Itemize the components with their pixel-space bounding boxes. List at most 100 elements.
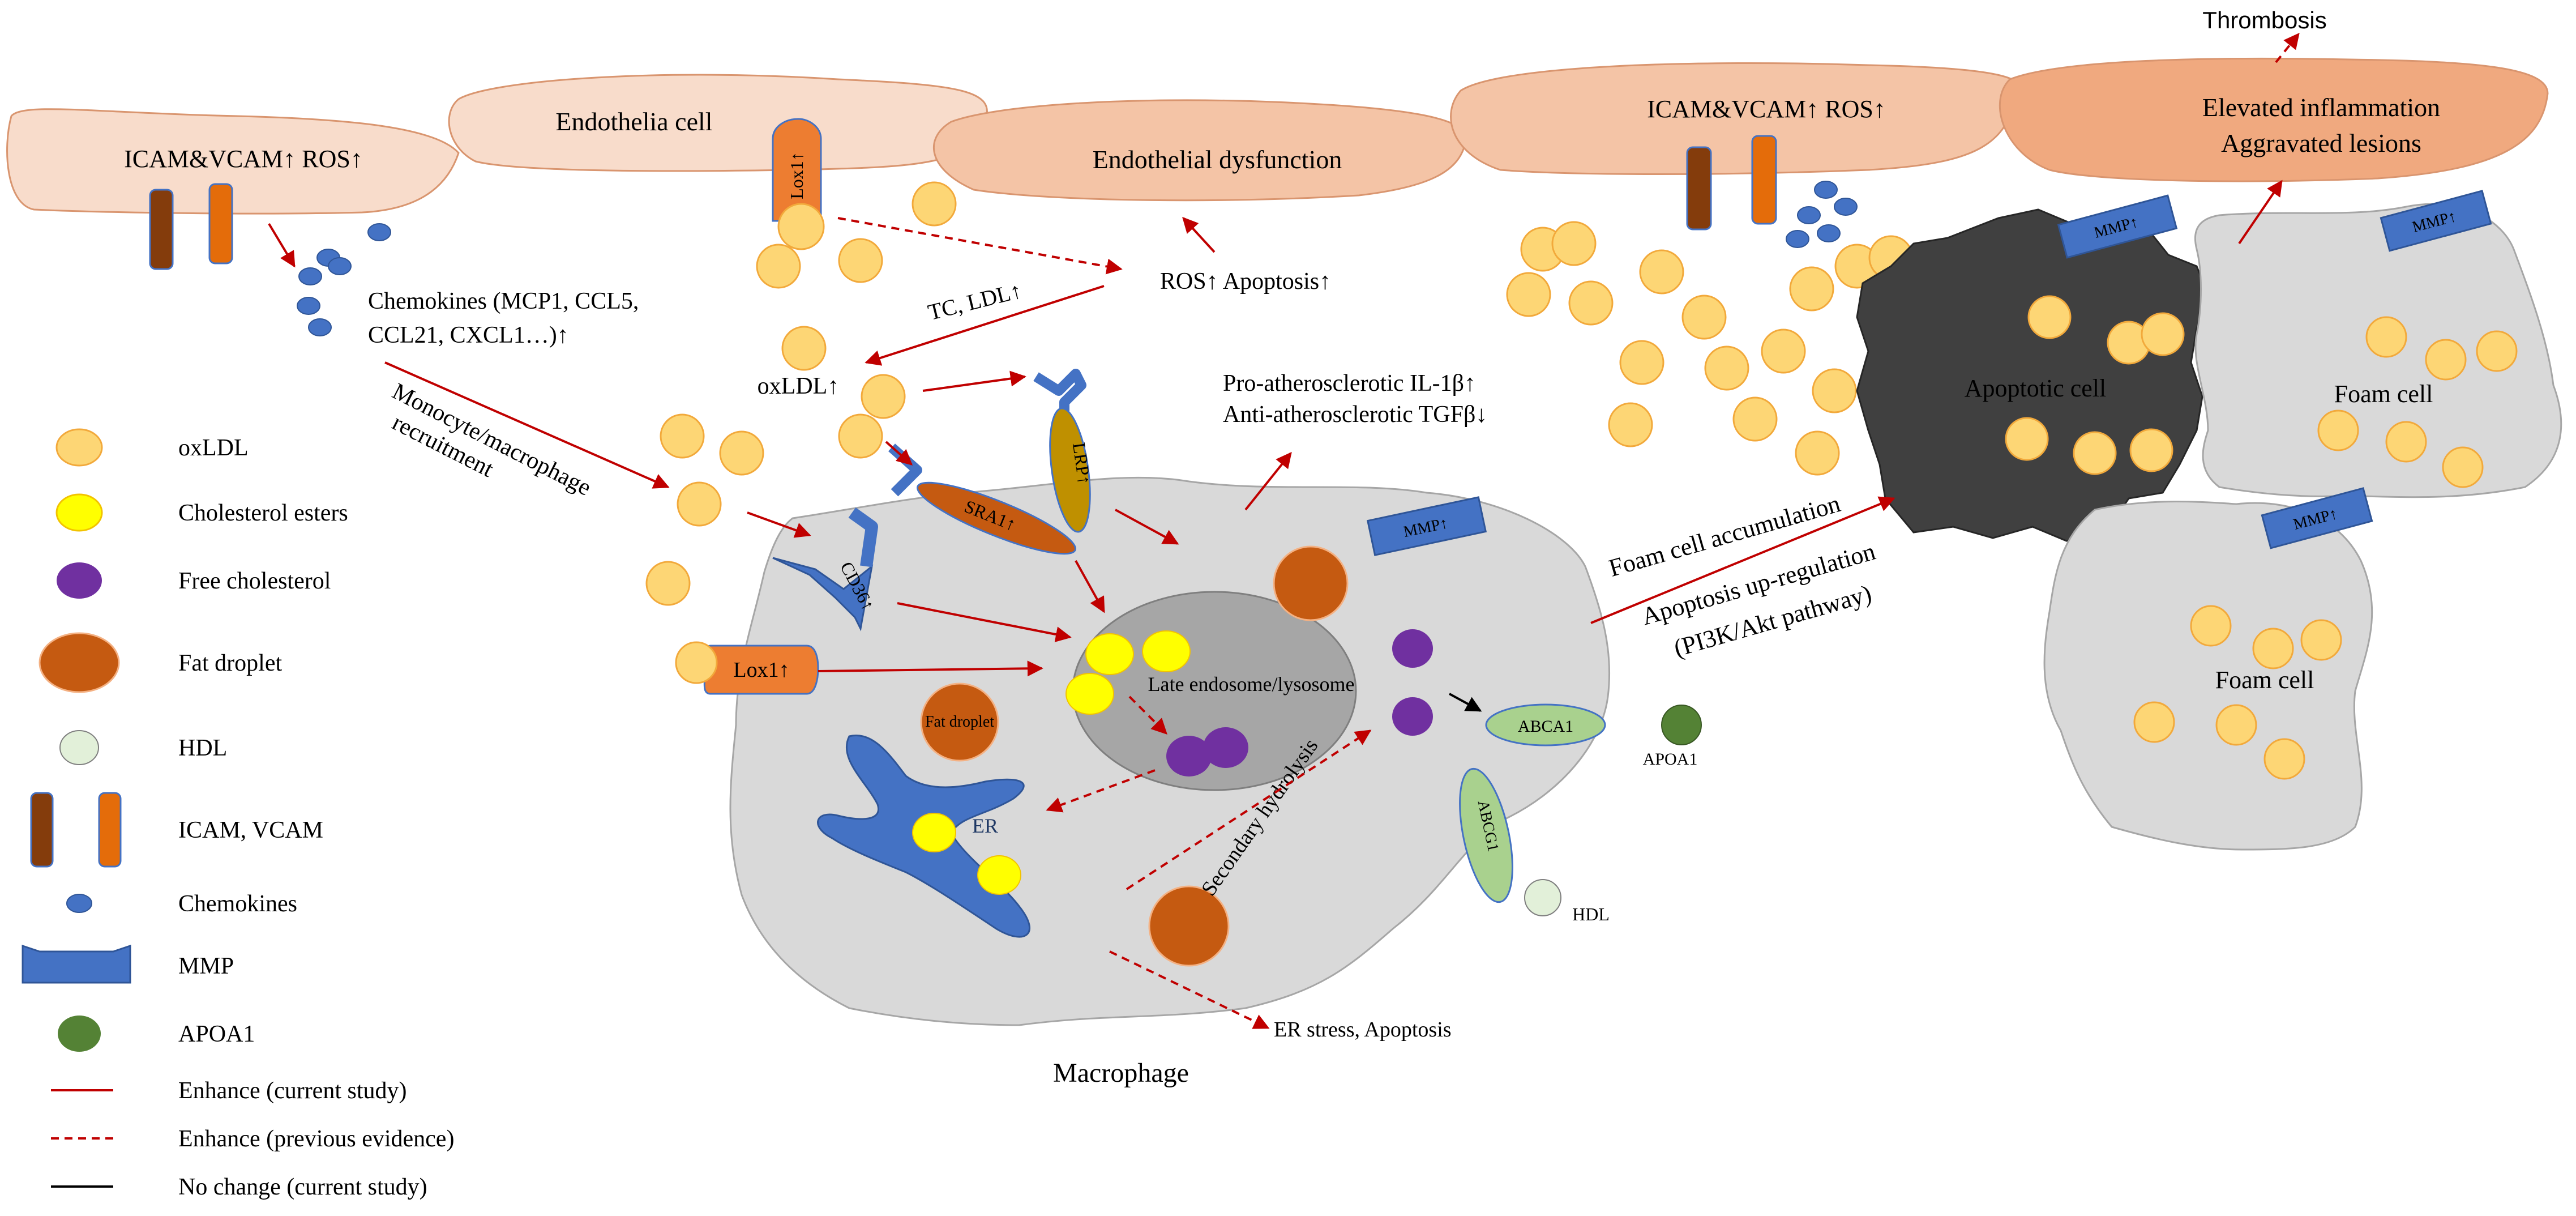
endothelial-cell-dysfunction: [932, 99, 1467, 202]
icam-vcam-right: [1686, 135, 1777, 231]
chemokines-left: [297, 223, 391, 336]
endothelial-cell-right: [1450, 62, 2022, 175]
macrophage-label: Macrophage: [1053, 1058, 1189, 1088]
chemokine-dot: [298, 267, 322, 285]
arrow-lrp-inward: [1115, 509, 1179, 545]
endosome-free-cholesterol: [1166, 727, 1248, 776]
arrow-to-inflammation: [2238, 180, 2283, 245]
legend-item-cholesterol-ester: Cholesterol esters: [55, 493, 348, 532]
oxldl-particle: [675, 641, 718, 684]
legend-label: MMP: [178, 953, 234, 979]
icam-marker: [1686, 146, 1712, 231]
abcg1-transporter: ABCG1: [1459, 767, 1513, 903]
lox1-receptor: Lox1↑: [703, 645, 819, 695]
oxldl-particle: [1704, 345, 1749, 391]
legend-item-chemokine: Chemokines: [66, 891, 297, 917]
lox1-label: Lox1↑: [733, 658, 789, 682]
tgfb-label: Anti-atherosclerotic TGFβ↓: [1223, 402, 1487, 428]
icam-marker: [149, 189, 174, 270]
inflammation-label: Elevated inflammation: [2202, 93, 2440, 122]
fat-droplet: [1148, 885, 1230, 967]
legend-label: No change (current study): [178, 1174, 427, 1200]
legend-label: APOA1: [178, 1021, 255, 1047]
oxldl-particle: [677, 481, 722, 527]
arrow-sra1-inward: [1075, 560, 1105, 613]
chemokine-dot: [367, 223, 391, 241]
ros-apoptosis-label: ROS↑ Apoptosis↑: [1160, 268, 1331, 295]
oxldl-legend-icon: [55, 428, 103, 467]
mmp-macrophage: MMP↑: [1366, 496, 1487, 556]
tc-ldl-label: TC, LDL↑: [925, 278, 1024, 326]
endothelial-markers-left: ICAM&VCAM↑ ROS↑: [124, 145, 363, 173]
cholesterol-ester: [912, 813, 956, 852]
legend-item-no-change: No change (current study): [51, 1174, 427, 1200]
arrow-cd36-inward: [897, 602, 1072, 642]
legend-label: Fat droplet: [178, 650, 282, 676]
oxldl-particle: [1681, 295, 1727, 340]
cholesterol-ester: [1066, 673, 1114, 715]
arrow-icam-to-chemokines: [268, 223, 296, 268]
legend-item-mmp: MMP: [22, 944, 234, 984]
er-label: ER: [972, 814, 998, 837]
legend-item-fat-droplet: Fat droplet: [38, 632, 282, 693]
free-cholesterol-legend-icon: [57, 562, 102, 599]
endothelial-cell-center: [448, 74, 989, 172]
legend-label: HDL: [178, 735, 227, 761]
chemokines-label-line1: Chemokines (MCP1, CCL5,: [368, 288, 639, 314]
endothelial-layer: Endothelia cell ICAM&VCAM↑ ROS↑ Endothel…: [6, 7, 2549, 215]
oxldl-particle: [1568, 280, 1614, 326]
legend-label: Enhance (current study): [178, 1078, 407, 1104]
endothelial-cell-left: [6, 108, 460, 215]
arrow-er-stress: [1109, 950, 1270, 1029]
oxldl-particle: [1789, 266, 1834, 312]
chemokine-dot: [1797, 206, 1821, 224]
vcam-marker: [208, 183, 233, 264]
legend-item-icam-vcam: ICAM, VCAM: [30, 792, 323, 868]
chemokine-dot: [1817, 224, 1841, 242]
oxldl-up-label: oxLDL↑: [758, 373, 840, 399]
arrow-lox1-inward: [818, 660, 1043, 677]
oxldl-particle: [777, 203, 825, 250]
endosome-cholesterol-esters: [1066, 630, 1191, 715]
chemokine-dot: [1834, 198, 1858, 216]
hdl-particle: [1524, 879, 1561, 916]
apoa1-legend-icon: [58, 1016, 101, 1052]
fat-droplets: [920, 545, 1349, 967]
icam-vcam-left: [149, 183, 233, 270]
oxldl-particle: [1639, 249, 1684, 295]
fat-droplet-label: Fat droplet: [925, 713, 994, 731]
abca1-transporter: ABCA1: [1485, 703, 1606, 746]
fat-droplet: [920, 682, 999, 762]
arrow-secondary-hydrolysis: [1126, 729, 1372, 890]
arrow-endosome-to-er: [1046, 769, 1156, 813]
arrow-no-change-abca1: [1449, 693, 1482, 712]
il1b-label: Pro-atherosclerotic IL-1β↑: [1223, 370, 1476, 396]
chemokines-label-line2: CCL21, CXCL1…)↑: [368, 322, 569, 348]
lesions-label: Aggravated lesions: [2221, 129, 2421, 157]
free-cholesterol: [1392, 697, 1433, 736]
apoptotic-cell-label: Apoptotic cell: [1965, 374, 2107, 402]
chemokine-dot: [1814, 181, 1838, 199]
arrow-oxldl-to-cd36: [747, 511, 811, 538]
endothelia-cell-label: Endothelia cell: [555, 107, 712, 136]
oxldl-particle: [1619, 340, 1664, 385]
arrows-previous: [837, 32, 2300, 1029]
hdl-legend-icon: [59, 730, 99, 765]
legend-item-oxldl: oxLDL: [55, 428, 249, 467]
foam-cell-lower: [2043, 501, 2373, 851]
arrow-endosome-ce: [1128, 696, 1167, 735]
lrp-receptor: LRP↑: [1033, 369, 1095, 533]
legend-label: Chemokines: [178, 891, 297, 917]
chemokine-dot: [1786, 230, 1809, 248]
cholesterol-ester: [977, 855, 1021, 895]
arrows-current: [268, 180, 2283, 677]
chemokine-dot: [328, 257, 352, 275]
arrow-to-dysfunction: [1182, 216, 1216, 253]
oxldl-particle: [1812, 368, 1857, 413]
arrow-lox1-to-ros: [837, 217, 1123, 275]
legend-label: Enhance (previous evidence): [178, 1126, 454, 1152]
foam-cell-upper-label: Foam cell: [2334, 380, 2433, 408]
arrow-to-il1b: [1244, 451, 1292, 511]
free-cholesterol: [1392, 629, 1433, 668]
